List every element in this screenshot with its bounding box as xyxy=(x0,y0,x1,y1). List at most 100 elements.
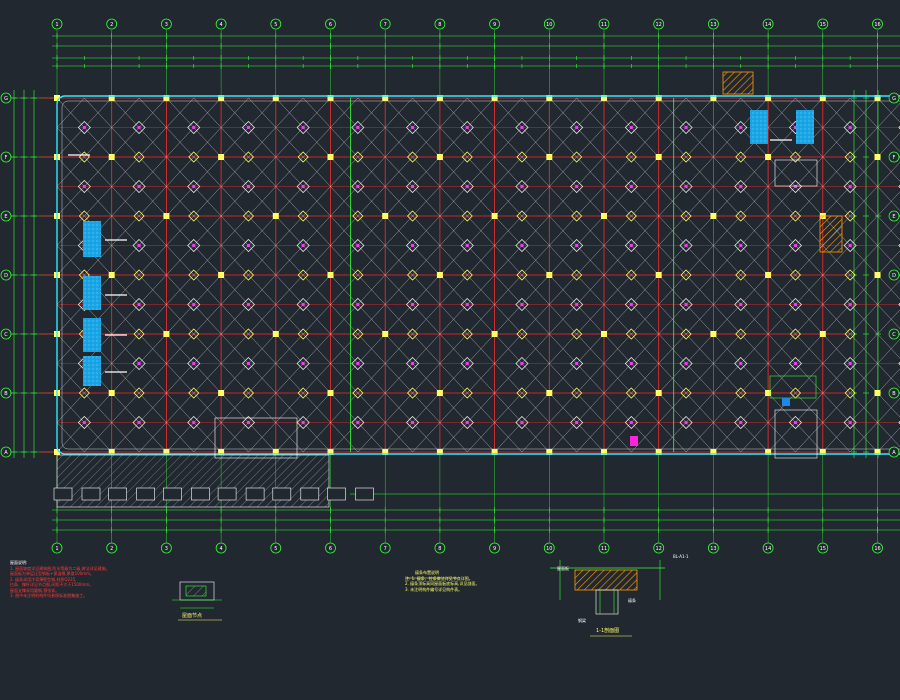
grid-bubble-label: 11 xyxy=(601,546,607,552)
bracing-node-diamond xyxy=(351,356,365,371)
bracing-node-diamond xyxy=(132,415,146,430)
bracing-node xyxy=(465,125,469,130)
bracing-node-diamond xyxy=(679,120,693,135)
bracing-node-diamond xyxy=(624,238,638,253)
column-marker xyxy=(710,449,717,455)
column-marker xyxy=(382,95,389,101)
grid-bubble-label: A xyxy=(4,450,8,456)
purlin-support-diamond xyxy=(844,210,856,222)
bracing-node-diamond xyxy=(624,356,638,371)
purlin-support-diamond xyxy=(735,210,747,222)
column-marker xyxy=(163,95,170,101)
column-marker xyxy=(218,272,225,278)
column-marker xyxy=(710,331,717,337)
purlin-support-diamond xyxy=(625,210,637,222)
purlin-support-diamond xyxy=(571,210,583,222)
notes-line: 1. 屋面坡度详见建筑图,防水等级为二级,做法详见建施。 xyxy=(10,565,110,571)
bracing-node xyxy=(684,125,688,130)
grid-bubble xyxy=(543,18,555,30)
bracing-node xyxy=(793,302,798,307)
column-marker xyxy=(491,331,498,337)
notes-line: 2. 檩条采用冷弯薄壁型钢,材质Q235, xyxy=(10,576,77,582)
bracing-node xyxy=(739,420,743,425)
column-marker xyxy=(819,449,826,455)
pit-box xyxy=(300,487,320,501)
purlin-support-diamond xyxy=(571,328,583,340)
bracing-node-diamond xyxy=(515,179,529,194)
grid-bubble-label: C xyxy=(4,332,8,338)
purlin-support-diamond xyxy=(625,387,637,399)
grid-bubble xyxy=(888,92,900,104)
column-marker xyxy=(874,390,881,396)
grid-bubble xyxy=(0,210,12,222)
bracing-node-diamond xyxy=(460,238,474,253)
purlin-support-diamond xyxy=(461,210,473,222)
grid-bubble xyxy=(888,269,900,281)
column-marker xyxy=(874,95,881,101)
bracing-node-diamond xyxy=(187,297,201,312)
bracing-node xyxy=(192,302,196,307)
grid-bubble xyxy=(434,542,446,554)
bracing-node-diamond xyxy=(460,120,474,135)
bracing-node-diamond xyxy=(679,297,693,312)
column-marker xyxy=(272,449,279,455)
bracing-node xyxy=(575,125,579,130)
grid-bubble-label: 14 xyxy=(765,546,771,552)
pit-box xyxy=(217,487,237,501)
bracing-node-diamond xyxy=(405,297,420,312)
column-marker xyxy=(218,95,225,101)
grid-bubble xyxy=(0,328,12,340)
grid-bubble xyxy=(888,328,900,340)
purlin-support-diamond xyxy=(352,269,364,281)
grid-bubble xyxy=(0,446,12,458)
bracing-node xyxy=(465,361,469,366)
purlin-support-diamond xyxy=(188,328,200,340)
bracing-node xyxy=(465,302,469,307)
bracing-node-diamond xyxy=(132,297,146,312)
bracing-node xyxy=(192,184,196,189)
column-marker xyxy=(108,390,115,396)
bracing-node xyxy=(684,361,688,366)
grid-bubble xyxy=(872,542,883,554)
bracing-node xyxy=(520,125,524,130)
bracing-node xyxy=(301,243,305,248)
grid-bubble xyxy=(379,18,391,30)
grid-bubble-label: 13 xyxy=(710,22,716,28)
bracing-node-diamond xyxy=(843,120,857,135)
grid-bubble xyxy=(325,18,336,30)
column-marker xyxy=(327,449,334,455)
bracing-node-diamond xyxy=(843,297,857,312)
grid-bubble-label: 5 xyxy=(274,22,277,28)
purlin-support-diamond xyxy=(406,269,419,281)
purlin-support-diamond xyxy=(571,269,583,281)
purlin-support-diamond xyxy=(680,328,692,340)
grid-bubble-label: 10 xyxy=(546,546,552,552)
bracing-node xyxy=(246,125,251,130)
bracing-node xyxy=(848,420,852,425)
purlin-support-diamond xyxy=(844,328,856,340)
bracing-node-diamond xyxy=(405,415,420,430)
hatch-block xyxy=(722,71,754,95)
column-marker xyxy=(218,390,225,396)
grid-bubble xyxy=(0,92,12,104)
detail-right-caption: 1-1剖面图 xyxy=(596,628,620,634)
purlin-support-diamond xyxy=(188,210,200,222)
bracing-node xyxy=(793,184,798,189)
bracing-node xyxy=(575,243,579,248)
bracing-node xyxy=(410,125,415,130)
purlin-support-diamond xyxy=(735,269,747,281)
purlin-support-diamond xyxy=(242,328,255,340)
column-marker xyxy=(436,272,443,278)
purlin-support-diamond xyxy=(133,269,145,281)
purlin-support-diamond xyxy=(297,210,309,222)
bracing-node-diamond xyxy=(570,356,584,371)
grid-bubble xyxy=(51,542,63,554)
grid-bubble xyxy=(106,18,118,30)
purlin-support-diamond xyxy=(242,151,255,163)
grid-bubble xyxy=(325,542,336,554)
bracing-node-diamond xyxy=(570,415,584,430)
notes-block: 屋面说明: 1. 屋面坡度详见建筑图,防水等级为二级,做法详见建施。 屋面板为单… xyxy=(10,560,160,599)
grid-bubble-label: 2 xyxy=(110,546,113,552)
column-marker xyxy=(272,213,279,219)
column-marker xyxy=(272,95,279,101)
